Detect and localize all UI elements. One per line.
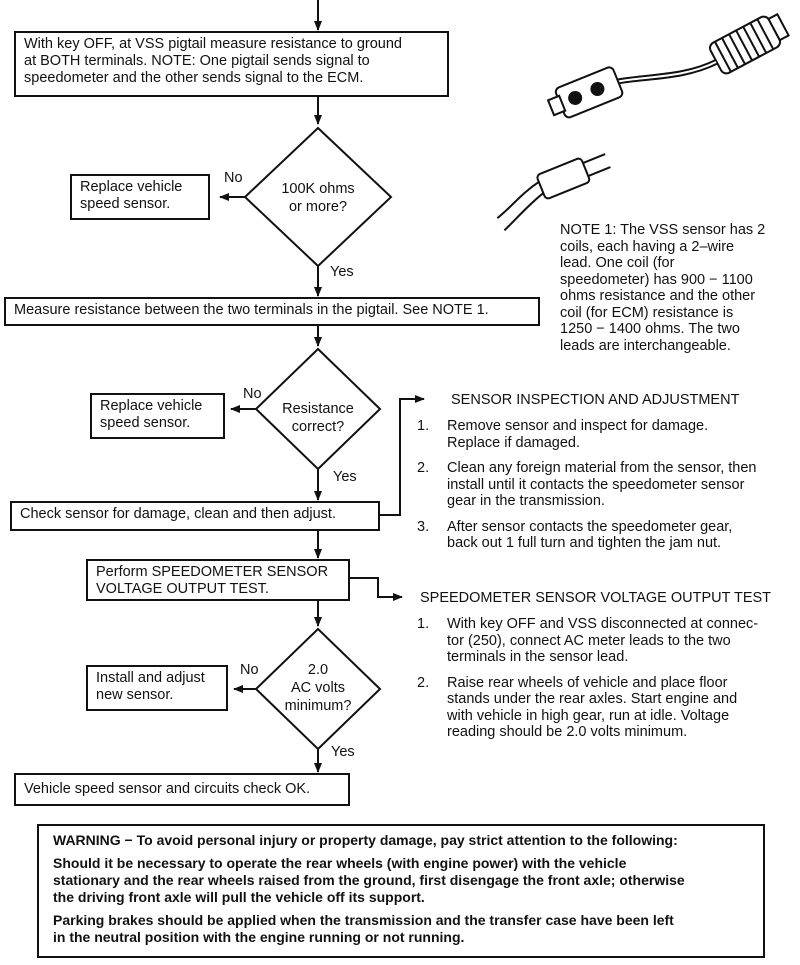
- step-number: 2.: [417, 674, 430, 691]
- arrow-box3-inspection: [379, 395, 425, 516]
- check-sensor-damage-box: Check sensor for damage, clean and then …: [10, 501, 380, 531]
- warning-line: Should it be necessary to operate the re…: [53, 855, 627, 871]
- yes-label: Yes: [333, 469, 357, 485]
- step-line: Remove sensor and inspect for damage.: [447, 418, 709, 434]
- step-line: Clean any foreign material from the sens…: [447, 460, 757, 476]
- voltage-test-step: 2. Raise rear wheels of vehicle and plac…: [417, 675, 758, 741]
- no-label: No: [224, 170, 243, 186]
- step-line: After sensor contacts the speedometer ge…: [447, 518, 733, 535]
- vss-sensor-illustration: [496, 12, 790, 232]
- box4-line: Perform SPEEDOMETER SENSOR: [96, 564, 329, 580]
- note-line: speedometer) has 900 − 1100: [560, 271, 753, 288]
- note-line: NOTE 1: The VSS sensor has 2: [560, 222, 766, 238]
- inspection-step: 1. Remove sensor and inspect for damage.…: [417, 418, 757, 451]
- voltage-test-step: 1. With key OFF and VSS disconnected at …: [417, 616, 758, 666]
- step-number: 2.: [417, 460, 430, 476]
- step-line: back out 1 full turn and tighten the jam…: [447, 535, 722, 551]
- step-line: Raise rear wheels of vehicle and place f…: [447, 674, 728, 691]
- step-line: reading should be 2.0 volts minimum.: [447, 724, 688, 740]
- replace1-line: speed sensor.: [80, 196, 171, 212]
- note-1: NOTE 1: The VSS sensor has 2 coils, each…: [560, 222, 765, 354]
- warning-paragraph: Parking brakes should be applied when th…: [53, 912, 749, 946]
- voltage-test-steps: 1. With key OFF and VSS disconnected at …: [417, 616, 758, 750]
- decision3-text: 2.0 AC volts minimum?: [258, 661, 378, 715]
- decision3-line: AC volts: [291, 680, 345, 696]
- decision2-text: Resistance correct?: [258, 400, 378, 436]
- warning-paragraph: Should it be necessary to operate the re…: [53, 855, 749, 906]
- box5-line: Vehicle speed sensor and circuits check …: [24, 781, 311, 797]
- no-label: No: [240, 662, 259, 678]
- install-line: new sensor.: [96, 687, 174, 703]
- warning-line: stationary and the rear wheels raised fr…: [53, 872, 685, 888]
- warning-line: in the neutral position with the engine …: [53, 929, 465, 945]
- inspection-step: 3. After sensor contacts the speedometer…: [417, 519, 757, 552]
- replace1-line: Replace vehicle: [80, 179, 183, 195]
- step-line: tor (250), connect AC meter leads to the…: [447, 632, 731, 649]
- step-number: 3.: [417, 518, 430, 535]
- note-line: leads are interchangeable.: [560, 337, 731, 354]
- inspection-step: 2. Clean any foreign material from the s…: [417, 460, 757, 510]
- step-number: 1.: [417, 418, 430, 434]
- decision2-line: correct?: [291, 419, 345, 435]
- replace2-line: Replace vehicle: [100, 398, 203, 414]
- decision2-line: Resistance: [282, 401, 354, 417]
- step-line: With key OFF and VSS disconnected at con…: [447, 616, 759, 632]
- warning-line: Parking brakes should be applied when th…: [53, 912, 674, 928]
- decision3-line: minimum?: [284, 698, 352, 714]
- no-label: No: [243, 386, 262, 402]
- note-line: ohms resistance and the other: [560, 288, 756, 304]
- box4-line: VOLTAGE OUTPUT TEST.: [96, 581, 269, 597]
- note-line: coil (for ECM) resistance is: [560, 304, 734, 321]
- install-line: Install and adjust: [96, 670, 205, 686]
- step-line: stands under the rear axles. Start engin…: [447, 691, 738, 707]
- check-resistance-to-ground-box: With key OFF, at VSS pigtail measure res…: [14, 31, 449, 97]
- step-line: with vehicle in high gear, run at idle. …: [447, 707, 730, 724]
- install-new-sensor-box: Install and adjust new sensor.: [86, 665, 228, 711]
- yes-label: Yes: [330, 264, 354, 280]
- box1-line: With key OFF, at VSS pigtail measure res…: [24, 36, 402, 52]
- voltage-test-title: SPEEDOMETER SENSOR VOLTAGE OUTPUT TEST: [420, 590, 772, 606]
- check-ok-box: Vehicle speed sensor and circuits check …: [14, 773, 350, 806]
- replace-sensor-box-1: Replace vehicle speed sensor.: [70, 174, 210, 220]
- step-line: install until it contacts the speedomete…: [447, 476, 745, 493]
- yes-label: Yes: [331, 744, 355, 760]
- warning-line: WARNING − To avoid personal injury or pr…: [53, 832, 678, 848]
- step-line: Replace if damaged.: [447, 434, 580, 451]
- warning-heading: WARNING − To avoid personal injury or pr…: [53, 832, 749, 849]
- warning-line: the driving front axle will pull the veh…: [53, 889, 425, 905]
- replace2-line: speed sensor.: [100, 415, 191, 431]
- perform-voltage-test-box: Perform SPEEDOMETER SENSOR VOLTAGE OUTPU…: [86, 559, 350, 601]
- replace-sensor-box-2: Replace vehicle speed sensor.: [90, 393, 225, 439]
- step-line: terminals in the sensor lead.: [447, 649, 629, 665]
- decision1-line: or more?: [288, 199, 348, 215]
- note-line: lead. One coil (for: [560, 255, 675, 271]
- decision3-line: 2.0: [307, 662, 329, 678]
- box2-line: Measure resistance between the two termi…: [14, 302, 489, 318]
- inspection-steps: 1. Remove sensor and inspect for damage.…: [417, 418, 757, 561]
- note-line: 1250 − 1400 ohms. The two: [560, 321, 740, 337]
- decision1-text: 100K ohms or more?: [258, 180, 378, 216]
- box1-line: at BOTH terminals. NOTE: One pigtail sen…: [24, 53, 370, 69]
- step-line: gear in the transmission.: [447, 493, 605, 509]
- measure-resistance-box: Measure resistance between the two termi…: [4, 297, 540, 326]
- step-number: 1.: [417, 616, 430, 632]
- arrow-box4-voltage: [349, 577, 403, 601]
- box1-line: speedometer and the other sends signal t…: [24, 70, 364, 86]
- warning-box: WARNING − To avoid personal injury or pr…: [37, 824, 765, 958]
- decision1-line: 100K ohms: [281, 181, 355, 197]
- note-line: coils, each having a 2–wire: [560, 238, 735, 255]
- inspection-title: SENSOR INSPECTION AND ADJUSTMENT: [451, 392, 740, 408]
- box3-line: Check sensor for damage, clean and then …: [20, 506, 336, 522]
